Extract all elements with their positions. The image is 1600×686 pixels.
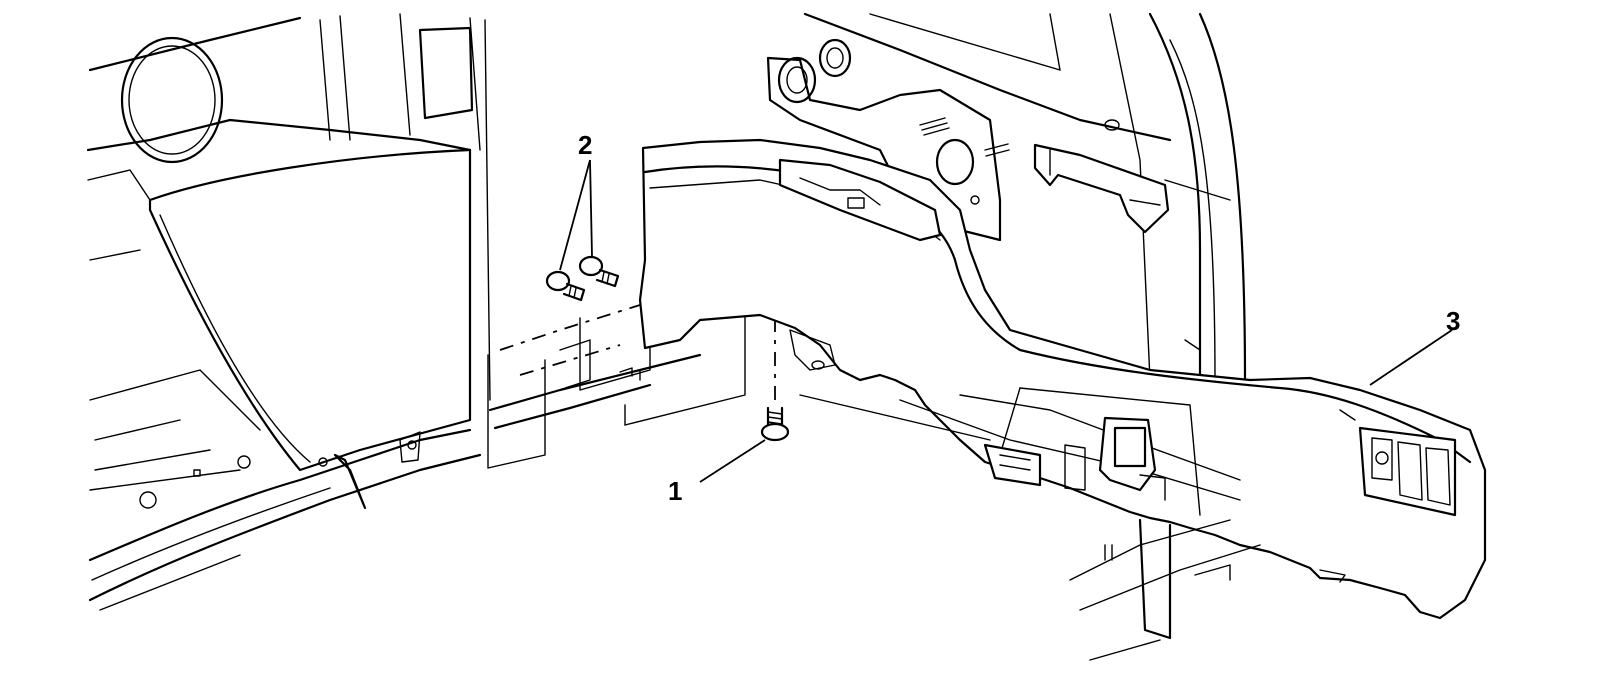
- speaker-opening: [120, 36, 224, 164]
- bolt-2-lower: [545, 270, 586, 302]
- bolt-2-upper: [578, 255, 620, 288]
- wheelhouse-liner: [148, 148, 472, 472]
- callout-label-3: 3: [1446, 306, 1460, 336]
- fascia-reflector-cluster: [1358, 426, 1457, 517]
- rear-bumper-fascia: [638, 138, 1487, 620]
- hitch-receiver: [1098, 416, 1157, 492]
- callout-1: 1: [668, 439, 766, 506]
- callout-3: 3: [1369, 306, 1460, 386]
- callout-label-2: 2: [578, 130, 592, 160]
- bolt-1: [760, 406, 790, 442]
- vehicle-body-left: [86, 13, 491, 611]
- bumper-fascia-outline: [638, 138, 1487, 620]
- callout-label-1: 1: [668, 476, 682, 506]
- lower-frame-right: [1069, 518, 1261, 661]
- callout-2: 2: [559, 130, 593, 271]
